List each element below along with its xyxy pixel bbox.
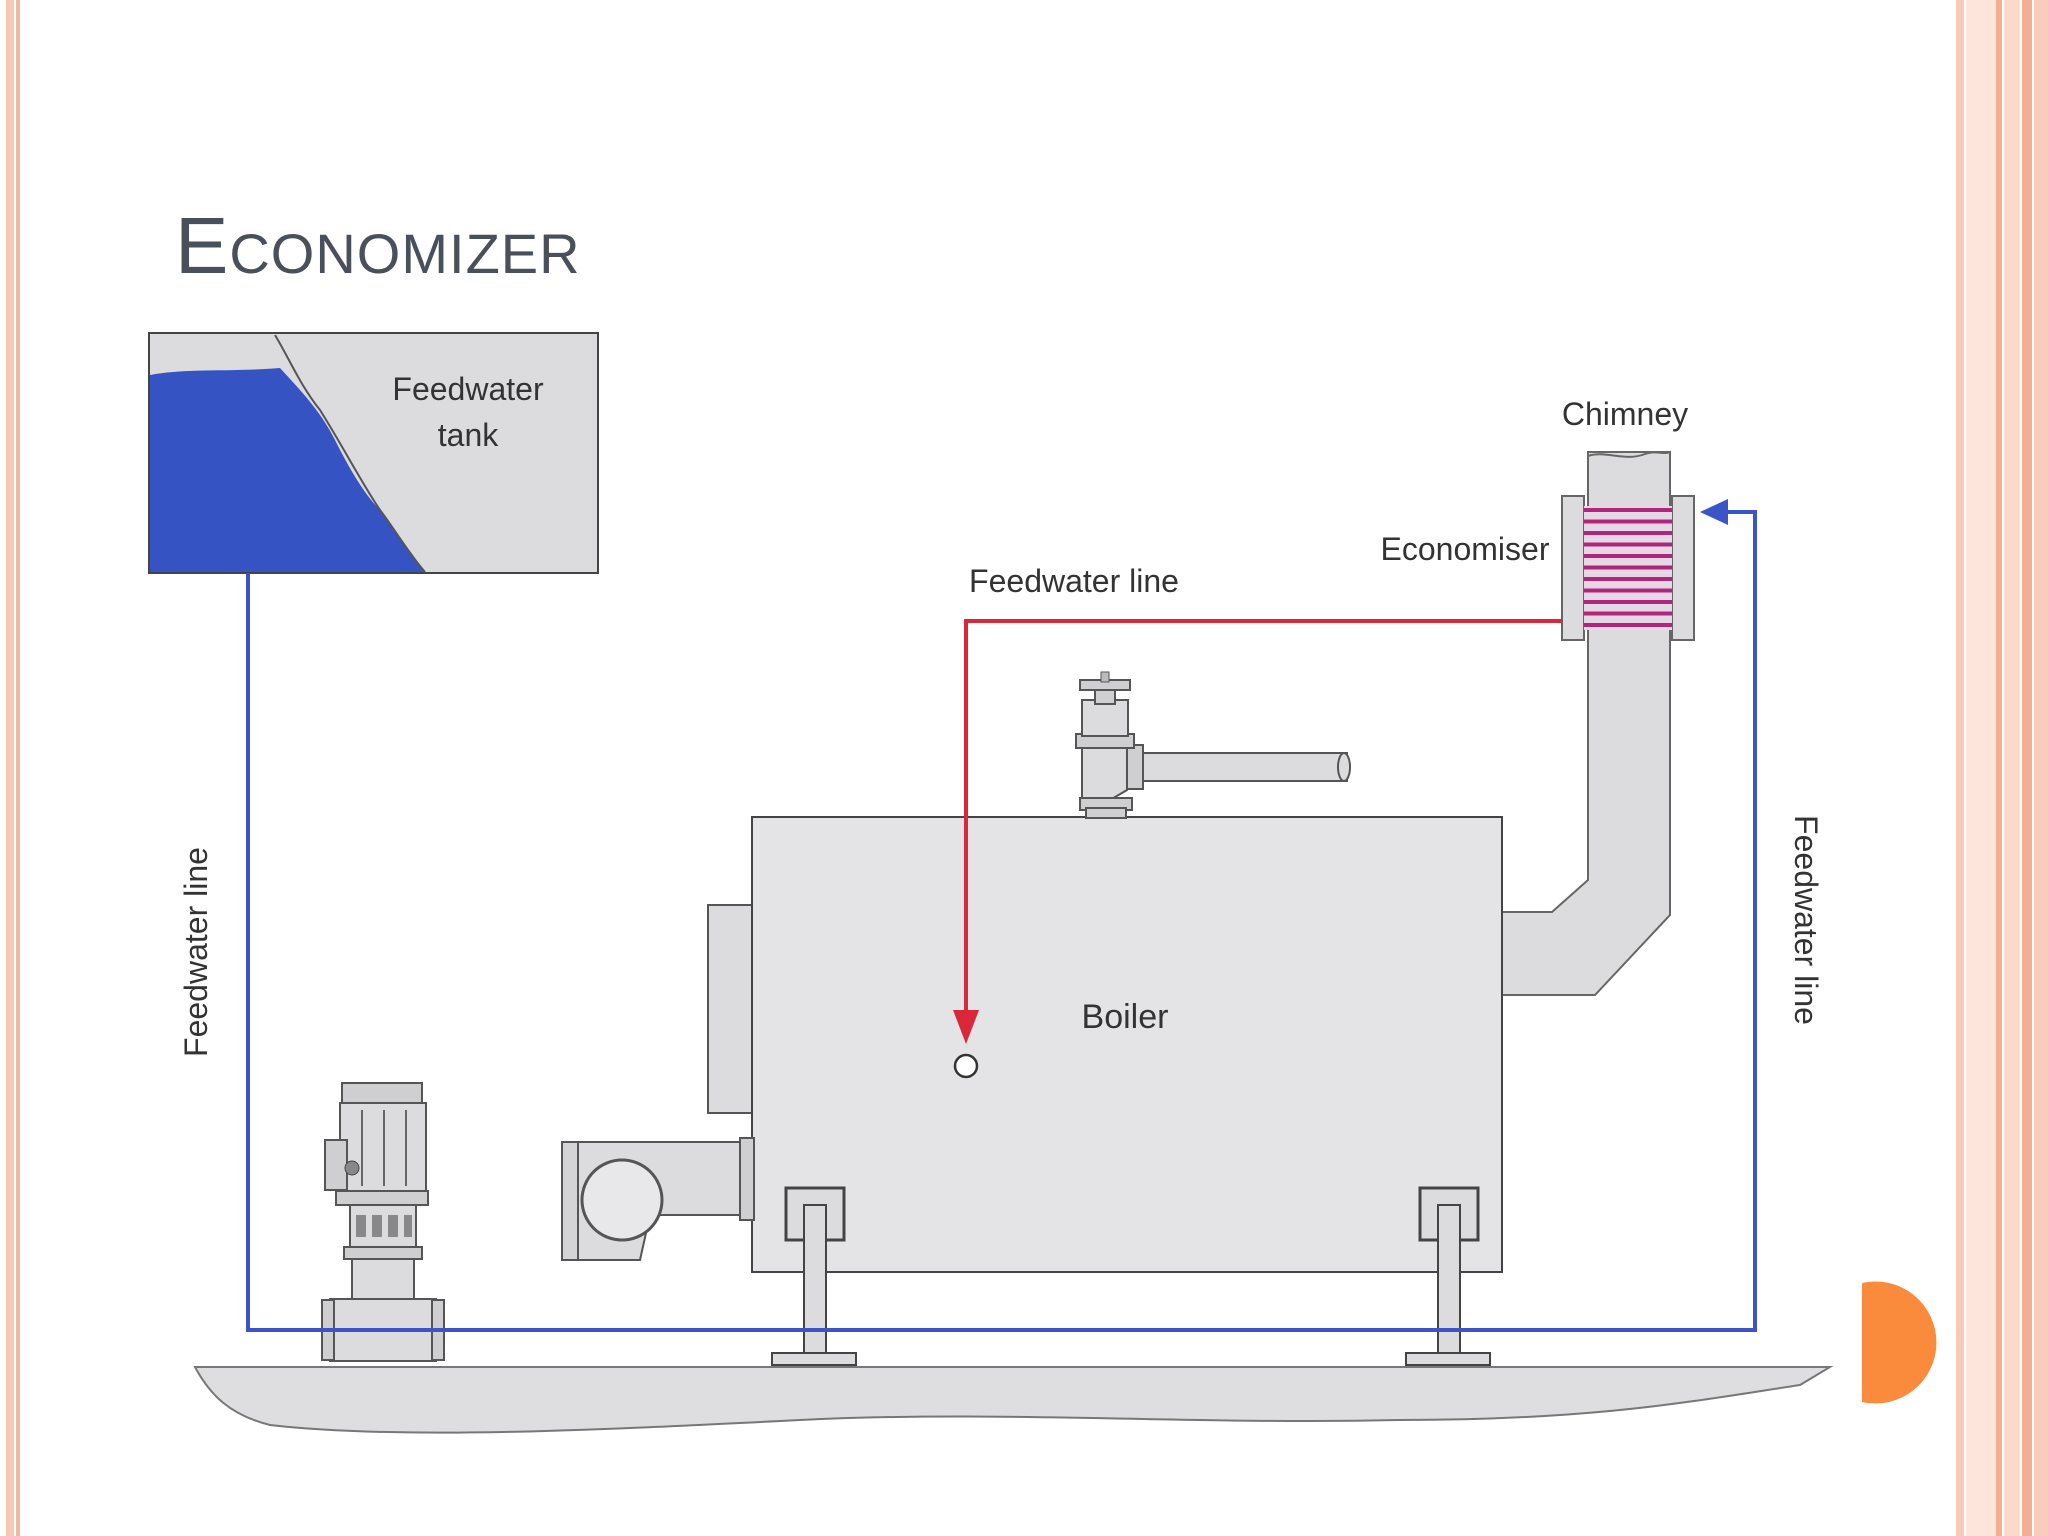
border-stripe	[2004, 0, 2020, 1536]
feedwater-tank: Feedwater tank	[148, 332, 599, 574]
feedwater-line-label-top: Feedwater line	[969, 563, 1179, 599]
tank-label-line1: Feedwater	[392, 371, 544, 407]
ground	[193, 1366, 1834, 1434]
economiser-flange-left	[1561, 495, 1585, 641]
slide-accent-circle	[1862, 1281, 1937, 1404]
steam-pipe	[1129, 752, 1348, 782]
slide-border-right	[1956, 0, 2048, 1536]
economiser-coils	[1584, 506, 1672, 630]
border-stripe	[1996, 0, 2002, 1536]
border-stripe	[1966, 0, 1996, 1536]
tank-label-line2: tank	[438, 417, 499, 453]
tank-water	[150, 368, 425, 572]
chimney-label: Chimney	[1562, 396, 1688, 432]
chimney: Chimney	[1499, 396, 1688, 996]
cold-line-arrowhead	[1700, 499, 1728, 525]
boiler-rear-door	[707, 904, 755, 1114]
border-stripe	[2034, 0, 2048, 1536]
feed-pump	[321, 1082, 445, 1362]
economiser: Economiser	[1381, 495, 1695, 641]
boiler-support-right	[1405, 1186, 1491, 1366]
pump-motor-cap	[341, 1082, 423, 1104]
slide-title: Economizer	[175, 201, 581, 290]
boiler-shell	[751, 816, 1503, 1273]
boiler: Boiler	[561, 816, 1503, 1366]
border-stripe	[16, 0, 20, 1536]
boiler-feed-inlet	[953, 1053, 979, 1079]
chimney-top-break	[1587, 451, 1671, 458]
burner	[561, 1137, 755, 1261]
feedwater-line-hot	[964, 619, 1562, 1010]
tank-cutaway	[274, 334, 426, 573]
border-stripe	[1956, 0, 1964, 1536]
border-stripe	[6, 0, 14, 1536]
feedwater-line-cold	[246, 510, 1757, 1332]
feedwater-line-label-right: Feedwater line	[1788, 815, 1824, 1025]
hot-line-arrowhead	[953, 1010, 979, 1044]
border-stripe	[2022, 0, 2032, 1536]
boiler-label: Boiler	[1082, 998, 1169, 1036]
feedwater-line-label-left: Feedwater line	[178, 847, 214, 1057]
steam-valve	[1075, 671, 1351, 819]
boiler-support-left	[771, 1186, 857, 1366]
slide-border-left	[0, 0, 26, 1536]
economiser-flange-right	[1671, 495, 1695, 641]
economiser-label: Economiser	[1381, 531, 1550, 567]
